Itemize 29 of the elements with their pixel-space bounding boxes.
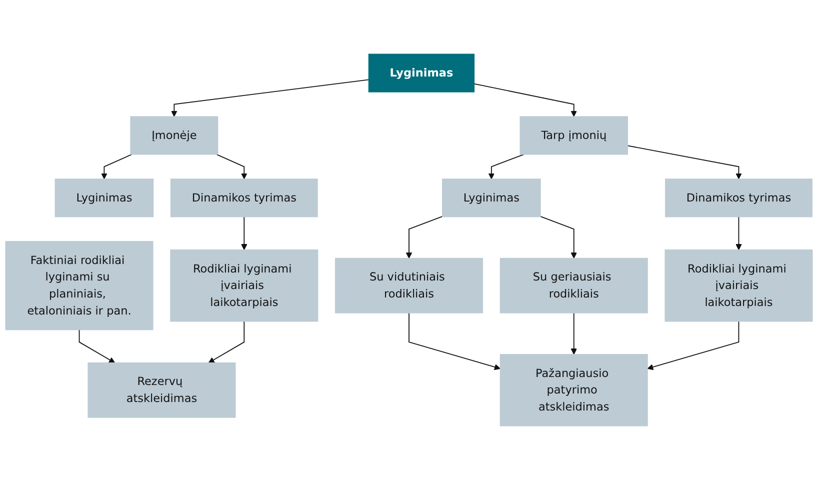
arrow: [208, 320, 245, 364]
node-box: Pažangiausio patyrimo atskleidimas: [500, 354, 648, 426]
arrow: [488, 154, 524, 180]
node-box: Su vidutiniais rodikliais: [334, 258, 484, 314]
arrow: [408, 312, 500, 370]
node-box: Lyginimas: [54, 178, 154, 218]
arrow: [570, 312, 577, 355]
arrow: [627, 145, 742, 180]
arrow: [736, 216, 742, 250]
node-box: Tarp įmonių: [520, 116, 628, 155]
arrow: [241, 216, 248, 250]
node-box: Dinamikos tyrimas: [170, 178, 318, 218]
arrow: [474, 83, 577, 117]
arrow: [171, 79, 370, 117]
node-box: Rezervų atskleidimas: [88, 362, 236, 418]
node-box: Lyginimas: [368, 54, 475, 92]
node-box: Rodikliai lyginami įvairiais laikotarpiais: [664, 249, 813, 322]
arrow: [406, 216, 443, 259]
node-box: Įmonėje: [130, 116, 218, 155]
arrow: [78, 329, 116, 364]
node-box: Su geriausiais rodikliais: [500, 258, 648, 314]
arrow: [101, 154, 132, 180]
node-box: Dinamikos tyrimas: [665, 178, 812, 218]
node-box: Rodikliai lyginami įvairiais laikotarpiais: [170, 249, 318, 322]
arrow: [216, 154, 248, 180]
arrow: [540, 216, 577, 259]
arrow: [647, 320, 740, 370]
node-box: Faktiniai rodikliai lyginami su planiniais, etaloniniais ir pan.: [5, 241, 154, 330]
node-box: Lyginimas: [442, 178, 541, 218]
